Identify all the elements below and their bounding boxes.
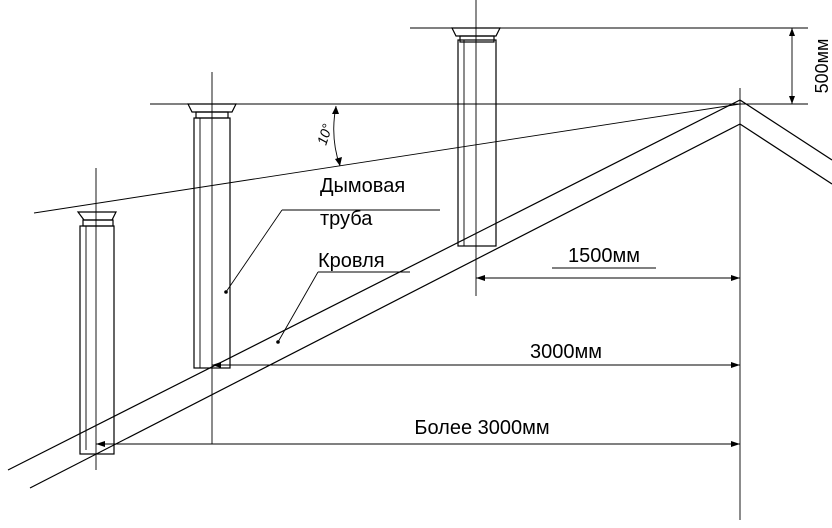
roof-left-outer — [7, 99, 741, 471]
chimney-leader-line — [225, 209, 283, 293]
roof-leader: Кровля — [276, 250, 410, 344]
dimension-3000-arrow-left — [212, 362, 221, 368]
chimney-right — [451, 0, 501, 296]
dimension-3000-label: 3000мм — [530, 341, 602, 363]
dimension-3000-arrow-right — [731, 362, 740, 368]
dimension-more-3000-label: Более 3000мм — [414, 417, 549, 439]
roof-label: Кровля — [318, 250, 385, 272]
dimension-500: 500мм — [789, 28, 832, 104]
roof-leader-dot — [276, 340, 280, 344]
roof-right-inner — [739, 123, 832, 185]
dimension-more-3000-arrow-right — [731, 441, 740, 447]
dimension-more-3000: Более 3000мм — [96, 417, 740, 447]
dimension-1500-arrow-left — [476, 275, 485, 281]
dimension-1500: 1500мм — [476, 245, 740, 281]
dimension-more-3000-arrow-left — [96, 441, 105, 447]
chimney-label-line2: труба — [320, 208, 373, 230]
angle-arc — [333, 105, 341, 167]
angle-arrow-top — [332, 106, 339, 114]
chimney-leader: Дымовая труба — [224, 175, 440, 294]
chimney-leader-dot — [224, 290, 228, 294]
roof-right-outer — [739, 99, 832, 161]
chimney-right-cap — [451, 27, 501, 37]
chimney-label-line1: Дымовая — [320, 175, 405, 197]
angle-label: 10° — [314, 121, 336, 146]
angle-mark: 10° — [314, 105, 342, 167]
dimension-500-arrow-bottom — [789, 96, 795, 104]
roof — [7, 99, 832, 489]
chimney-middle — [187, 72, 237, 444]
dimension-1500-label: 1500мм — [568, 245, 640, 267]
chimney-left-collar — [82, 219, 114, 227]
angle-arrow-bottom — [335, 157, 342, 166]
chimney-right-pipe — [457, 39, 497, 247]
roof-left-inner — [29, 123, 741, 489]
dimension-500-arrow-top — [789, 28, 795, 36]
dimension-1500-arrow-right — [731, 275, 740, 281]
roof-leader-line — [277, 271, 319, 343]
dimension-3000: 3000мм — [212, 341, 740, 368]
ten-degree-line — [33, 103, 741, 214]
chimney-middle-cap — [187, 103, 237, 113]
chimney-left — [76, 168, 117, 470]
chimney-left-pipe — [79, 225, 115, 455]
dimension-500-label: 500мм — [812, 39, 832, 94]
chimney-right-collar — [459, 35, 495, 43]
chimney-middle-collar — [195, 111, 229, 119]
chimney-left-cap — [76, 211, 117, 221]
